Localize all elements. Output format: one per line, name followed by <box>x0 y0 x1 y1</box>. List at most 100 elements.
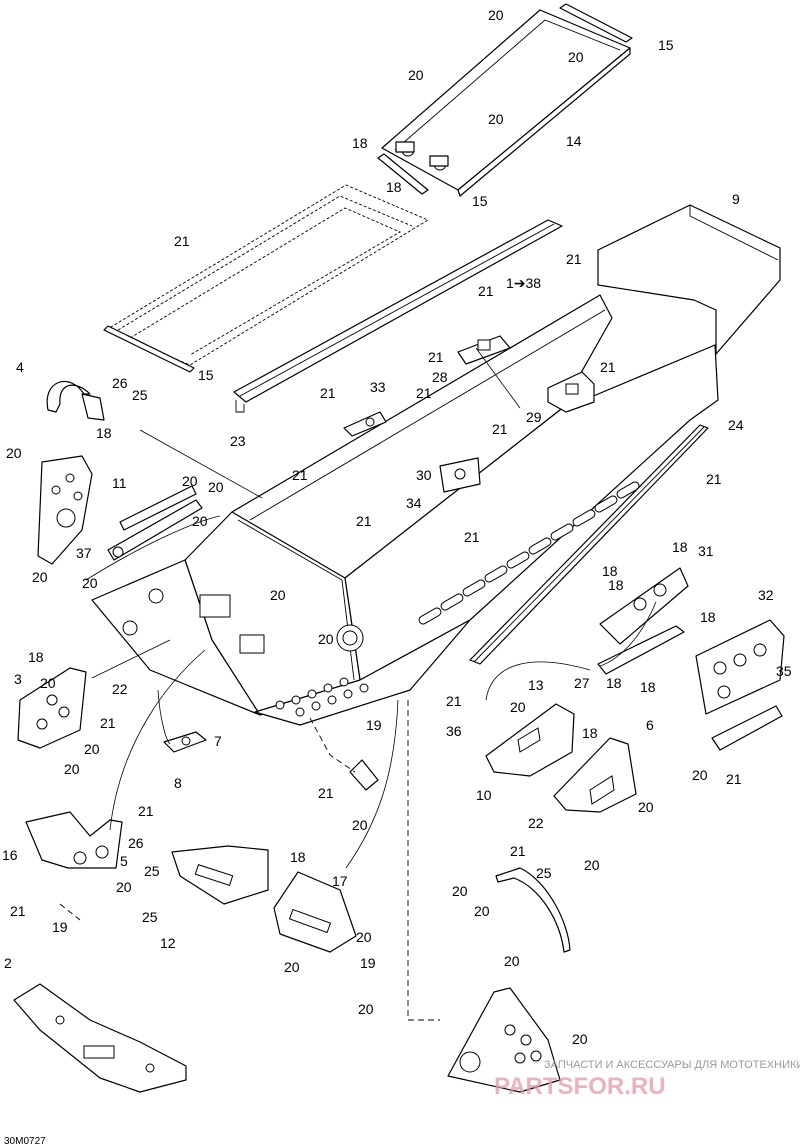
bar-part-36 <box>711 705 783 751</box>
callout: 12 <box>160 935 176 951</box>
callout: 21 <box>446 693 462 709</box>
callout: 21 <box>10 903 26 919</box>
bracket-part-13 <box>163 731 207 753</box>
callout: 8 <box>174 775 182 791</box>
callout: 20 <box>208 479 224 495</box>
callout: 36 <box>446 723 462 739</box>
callout: 20 <box>192 513 208 529</box>
callout: 37 <box>76 545 92 561</box>
callout: 20 <box>568 49 584 65</box>
callout: 21 <box>428 349 444 365</box>
callout: 19 <box>366 717 382 733</box>
callout: 22 <box>528 815 544 831</box>
plate-part-11 <box>37 455 93 565</box>
callout-labels: 20 20 15 20 20 14 18 18 15 21 9 21 1➔38 … <box>2 7 792 1047</box>
callout: 28 <box>432 369 448 385</box>
callout: 20 <box>284 959 300 975</box>
callout: 20 <box>488 7 504 23</box>
handle-part-4 <box>46 380 105 421</box>
callout: 11 <box>112 475 127 491</box>
callout: 18 <box>290 849 306 865</box>
callout: 17 <box>332 873 348 889</box>
callout: 20 <box>584 857 600 873</box>
bracket-part-31 <box>599 567 689 645</box>
plate-part-12 <box>447 987 561 1093</box>
callout: 20 <box>408 67 424 83</box>
bracket-part-17 <box>273 871 357 953</box>
callout: 20 <box>504 953 520 969</box>
callout: 33 <box>370 379 386 395</box>
chassis-tunnel-part-1-38 <box>91 294 719 726</box>
callout: 20 <box>82 575 98 591</box>
callout: 20 <box>572 1031 588 1047</box>
callout: 18 <box>352 135 368 151</box>
callout: 20 <box>638 799 654 815</box>
callout: 20 <box>356 929 372 945</box>
callout: 21 <box>174 233 190 249</box>
watermark-tagline: ЗАПЧАСТИ И АКСЕССУАРЫ ДЛЯ МОТОТЕХНИКИ <box>544 1059 800 1071</box>
bracket-part-3 <box>17 667 87 749</box>
bracket-part-7 <box>485 703 575 777</box>
watermark-site: PARTSFOR.RU <box>494 1073 666 1100</box>
callout: 18 <box>386 179 402 195</box>
callout: 32 <box>758 587 774 603</box>
rail-part-23 <box>233 219 563 413</box>
callout: 27 <box>574 675 590 691</box>
rail-part-15-top <box>377 3 633 195</box>
bracket-part-9 <box>597 204 781 355</box>
callout: 7 <box>214 733 222 749</box>
callout: 15 <box>198 367 214 383</box>
callout: 1➔38 <box>506 275 541 291</box>
bracket-part-6 <box>349 759 379 791</box>
callout: 21 <box>566 251 582 267</box>
bracket-part-29 <box>547 371 595 413</box>
callout: 25 <box>142 909 158 925</box>
callout: 20 <box>64 761 80 777</box>
flow-arrows <box>59 347 657 1021</box>
callout: 21 <box>100 715 116 731</box>
callout: 20 <box>352 817 368 833</box>
callout: 21 <box>510 843 526 859</box>
callout: 30 <box>416 467 432 483</box>
callout: 21 <box>320 385 336 401</box>
dashed-panel <box>103 184 429 373</box>
callout: 21 <box>416 385 432 401</box>
callout: 25 <box>144 863 160 879</box>
callout: 21 <box>464 529 480 545</box>
callout: 13 <box>528 677 544 693</box>
callout: 21 <box>292 467 308 483</box>
callout: 20 <box>488 111 504 127</box>
callout: 9 <box>732 191 740 207</box>
callout: 26 <box>112 375 128 391</box>
callout: 20 <box>452 883 468 899</box>
callout: 18 <box>672 539 688 555</box>
callout: 23 <box>230 433 246 449</box>
callout: 20 <box>84 741 100 757</box>
callout: 25 <box>132 387 148 403</box>
callout: 20 <box>182 473 198 489</box>
callout: 26 <box>128 835 144 851</box>
callout: 18 <box>28 649 44 665</box>
callout: 15 <box>658 37 674 53</box>
callout: 20 <box>270 587 286 603</box>
callout: 4 <box>16 359 24 375</box>
callout: 18 <box>640 679 656 695</box>
drawing-code: 30M0727 <box>4 1136 46 1147</box>
callout: 20 <box>40 675 56 691</box>
callout: 24 <box>728 417 744 433</box>
bracket-part-2 <box>13 983 187 1093</box>
callout: 20 <box>692 767 708 783</box>
callout: 21 <box>138 803 154 819</box>
tunnel-slots <box>418 481 640 625</box>
callout: 19 <box>52 919 68 935</box>
callout: 35 <box>776 663 792 679</box>
callout: 21 <box>356 513 372 529</box>
callout: 34 <box>406 495 422 511</box>
callout: 25 <box>536 865 552 881</box>
callout: 5 <box>120 853 128 869</box>
bracket-part-35 <box>597 625 685 675</box>
callout: 31 <box>698 543 714 559</box>
callout: 18 <box>606 675 622 691</box>
floor-holes <box>275 677 369 717</box>
